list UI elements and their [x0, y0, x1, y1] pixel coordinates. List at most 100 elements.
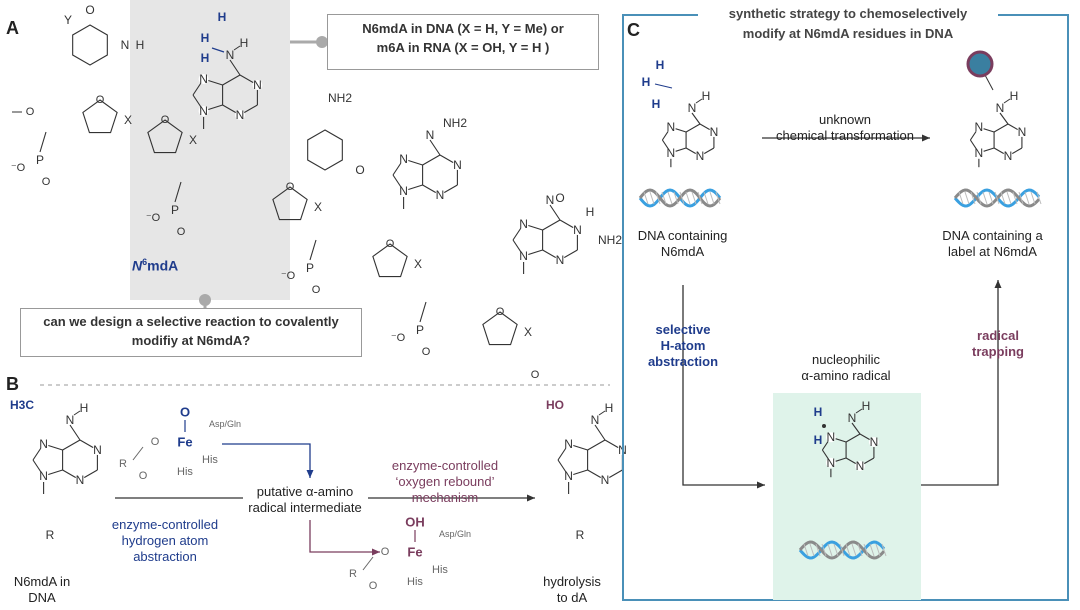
dna-base-pair — [655, 191, 661, 205]
ring-bond — [542, 219, 561, 231]
methyl-hydrogen: H — [652, 97, 661, 111]
bond — [855, 408, 863, 414]
dna-base-pair — [857, 543, 863, 557]
arrowhead-icon — [994, 280, 1002, 288]
n6-hydrogen: H — [80, 401, 89, 415]
cytosine-ring — [307, 129, 343, 171]
n6mda-highlight-label: N6mdA — [132, 257, 179, 274]
iron-oxo-complex: Fe — [177, 435, 192, 450]
dna-base-pair — [976, 191, 982, 205]
bond — [69, 424, 81, 441]
dna-base-pair — [1024, 191, 1030, 205]
ring-oxygen: O — [96, 94, 105, 106]
x-label: X — [314, 200, 322, 214]
dna-base-pair — [661, 191, 667, 205]
oxygen: O — [355, 163, 364, 177]
ring-bond — [993, 123, 1009, 133]
bond — [233, 45, 241, 51]
pyrimidine-ring — [72, 24, 108, 66]
bond — [73, 410, 81, 416]
deoxyribose-ring — [82, 99, 118, 134]
hat-arrow — [222, 443, 311, 478]
radical-dot-icon — [822, 424, 826, 428]
ring-nitrogen: N — [76, 473, 85, 487]
bond — [309, 239, 317, 261]
atom-mask — [435, 190, 445, 200]
atom-mask — [665, 122, 676, 133]
linker-bond — [984, 74, 994, 91]
ring-nitrogen: N — [399, 152, 408, 166]
info-box-line: m6A in RNA (X = OH, Y = H ) — [376, 40, 550, 55]
oxygen: O — [85, 3, 94, 17]
atom-mask — [198, 106, 209, 116]
dna-base-pair — [809, 543, 815, 557]
ring-bond — [845, 433, 861, 443]
bond — [691, 112, 701, 125]
n6-nitrogen: N — [66, 413, 75, 427]
ring-nitrogen: N — [519, 249, 528, 263]
asp-gln-ligand: Asp/Gln — [209, 419, 241, 429]
dna-base-pair — [697, 191, 703, 205]
ring-nitrogen: N — [573, 223, 582, 237]
dna-helix-icon — [638, 188, 722, 208]
info-box: N6mdA in DNA (X = H, Y = Me) or m6A in R… — [327, 14, 599, 70]
atom-mask — [855, 461, 865, 471]
dna-base-pair — [994, 191, 1000, 205]
bond — [1003, 98, 1011, 104]
x-label: X — [524, 325, 532, 339]
methyl-hydrogen: H — [201, 51, 210, 65]
label-tag-icon — [966, 50, 994, 78]
ring-nitrogen: N — [975, 120, 984, 134]
ring-nitrogen: N — [39, 437, 48, 451]
r-group: R — [46, 528, 55, 542]
bond — [598, 410, 606, 416]
atom-mask — [198, 74, 209, 84]
atom-mask — [518, 251, 529, 261]
question-box-line: can we design a selective reaction to co… — [43, 314, 339, 329]
ring-nitrogen: N — [710, 125, 719, 139]
atom-mask — [398, 186, 409, 196]
phosphate-oxygen: ⁻O — [146, 212, 161, 224]
ring-bond — [222, 74, 241, 86]
hydroxy-group: HO — [546, 398, 564, 412]
ring-nitrogen: N — [870, 435, 879, 449]
asp-gln-ligand: Asp/Gln — [439, 529, 471, 539]
phosphate-oxygen: ⁻O — [11, 162, 26, 174]
n6-hydrogen: H — [605, 401, 614, 415]
iron-ligand-oxo: OH — [405, 515, 425, 530]
methyl-bond — [654, 83, 673, 89]
deoxyribose-ring — [147, 119, 183, 154]
panel-c-label: C — [627, 20, 640, 40]
hydrogen: H — [136, 38, 145, 52]
bond — [851, 422, 861, 435]
ring-nitrogen: N — [827, 430, 836, 444]
dna-base-pair — [1012, 191, 1018, 205]
dna-base-pair — [803, 543, 809, 557]
atom-mask — [518, 219, 529, 229]
deoxyribose-ring — [272, 186, 308, 221]
bond — [362, 556, 374, 571]
atom-mask — [75, 475, 85, 485]
atom-mask — [1016, 127, 1027, 137]
n6-hydrogen: H — [1010, 89, 1019, 103]
dna-base-pair — [1006, 191, 1012, 205]
ring-nitrogen: N — [564, 437, 573, 451]
dna-base-pair — [691, 191, 697, 205]
phosphorus: P — [36, 153, 44, 167]
dna-base-pair — [709, 191, 715, 205]
hydrogen: H — [586, 205, 595, 219]
ring-nitrogen: N — [39, 469, 48, 483]
atom-mask — [600, 475, 610, 485]
dna-base-pair — [715, 191, 721, 205]
carboxylate-oxygen: O — [369, 580, 378, 592]
amino-group: NH2 — [328, 91, 352, 105]
atom-mask — [563, 471, 574, 481]
b-rebound-label: enzyme-controlled‘oxygen rebound’mechani… — [391, 458, 499, 505]
dna-base-pair — [875, 543, 881, 557]
